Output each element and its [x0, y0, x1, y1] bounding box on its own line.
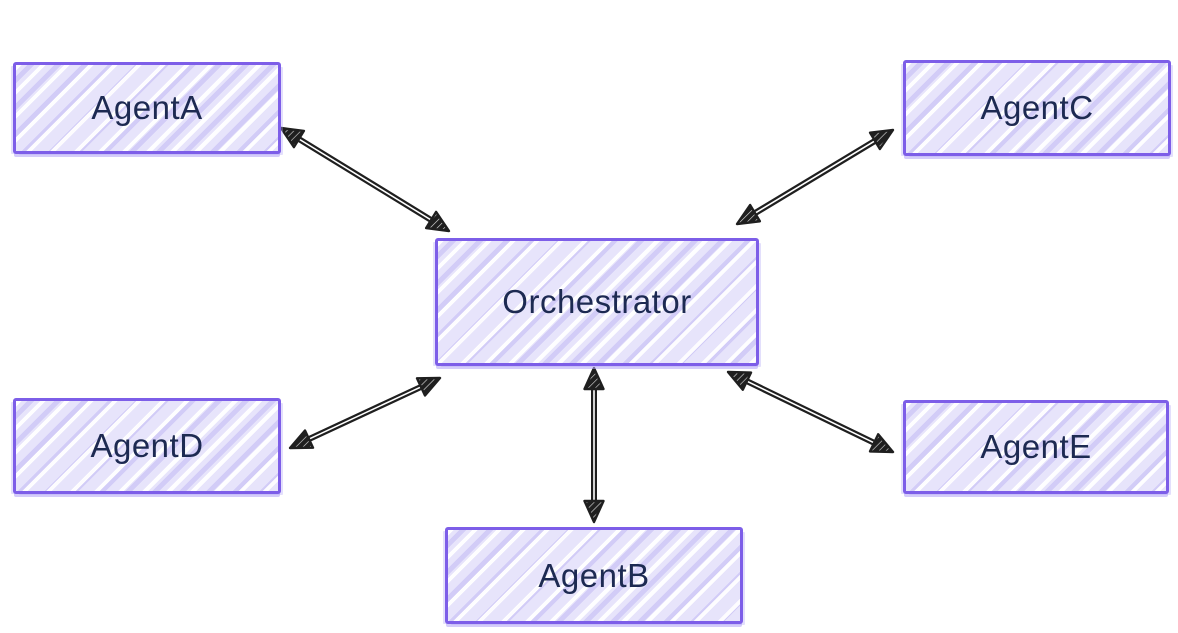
node-orchestrator: Orchestrator: [435, 238, 759, 366]
node-agent-a: AgentA: [13, 62, 281, 154]
node-agent-d: AgentD: [13, 398, 281, 494]
edge-orchestrator-agent-a: [279, 126, 451, 233]
node-agent-e: AgentE: [903, 400, 1169, 494]
edge-orchestrator-agent-b: [583, 366, 605, 524]
node-agent-a-label: AgentA: [91, 89, 203, 126]
edge-orchestrator-agent-e: [726, 370, 895, 454]
node-agent-c: AgentC: [903, 60, 1171, 156]
node-orchestrator-label: Orchestrator: [502, 283, 692, 320]
edge-orchestrator-agent-d: [288, 376, 442, 450]
node-agent-b: AgentB: [445, 527, 743, 624]
edge-orchestrator-agent-c: [735, 128, 895, 226]
node-agent-e-label: AgentE: [980, 428, 1092, 465]
node-agent-d-label: AgentD: [90, 427, 204, 464]
node-agent-b-label: AgentB: [538, 556, 650, 594]
node-agent-c-label: AgentC: [980, 89, 1094, 126]
